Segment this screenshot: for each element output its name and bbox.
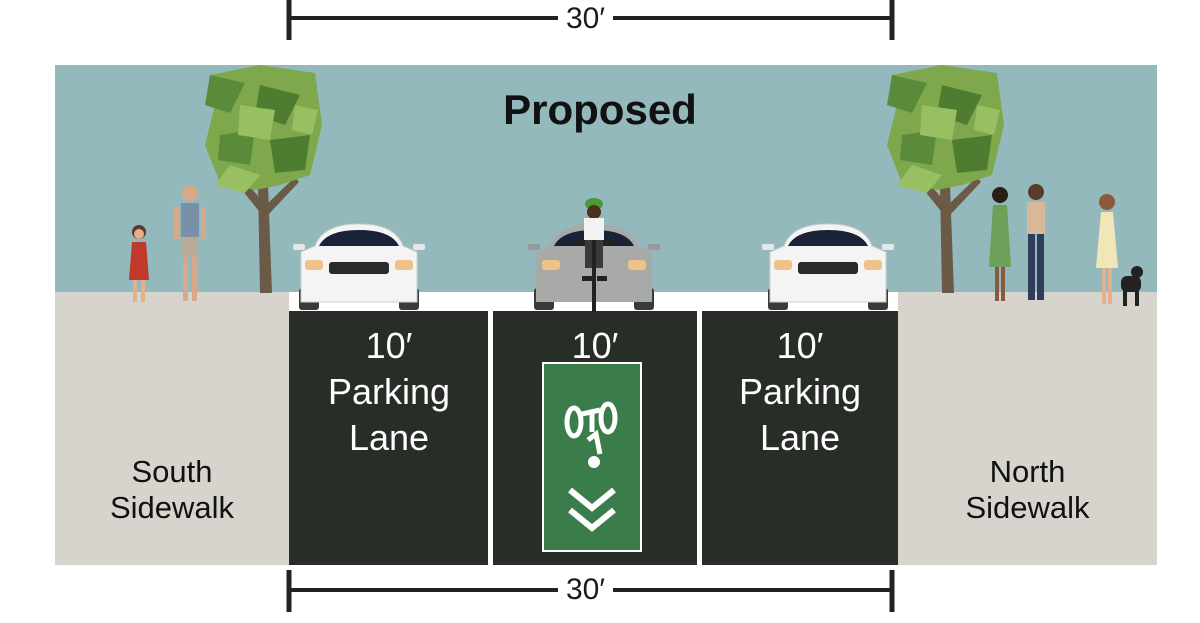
lane-divider-right (697, 311, 702, 565)
pedestrian-woman-green-icon (989, 187, 1011, 301)
pedestrian-woman-dress-icon (1096, 194, 1118, 304)
top-dimension-label: 30′ (558, 2, 613, 36)
tree-left-icon (205, 65, 322, 293)
north-sidewalk-line1: North (989, 454, 1066, 489)
south-sidewalk-line1: South (131, 454, 213, 489)
lane-1-label: 10′ Parking Lane (289, 323, 489, 461)
lane-divider-left (488, 311, 493, 565)
north-sidewalk-label: North Sidewalk (898, 454, 1157, 526)
lane-2-label: 10′ (493, 323, 697, 369)
dog-icon (1121, 266, 1143, 306)
south-sidewalk-label: South Sidewalk (55, 454, 289, 526)
lane-3-name-line2: Lane (759, 417, 841, 458)
pedestrian-man-icon (174, 185, 206, 301)
south-sidewalk-line2: Sidewalk (109, 490, 235, 525)
lane-3-name-line1: Parking (738, 371, 862, 412)
north-sidewalk (898, 292, 1157, 565)
lane-1-width: 10′ (365, 325, 413, 366)
moving-car-with-cyclist-icon (528, 198, 660, 312)
tree-right-icon (887, 65, 1004, 293)
bike-lane-marking-icon (542, 362, 642, 552)
north-sidewalk-line2: Sidewalk (965, 490, 1090, 525)
south-sidewalk (55, 292, 289, 565)
lane-1-name-line2: Lane (348, 417, 430, 458)
pedestrian-child-icon (129, 225, 149, 302)
lane-1-name-line1: Parking (327, 371, 451, 412)
parked-car-right-icon (762, 223, 894, 310)
lane-3-label: 10′ Parking Lane (702, 323, 898, 461)
bottom-dimension-label: 30′ (558, 573, 613, 607)
page-title: Proposed (503, 86, 697, 133)
lane-3-width: 10′ (776, 325, 824, 366)
lane-2-width: 10′ (571, 325, 619, 366)
pedestrian-man-jeans-icon (1027, 184, 1045, 300)
parked-car-left-icon (293, 223, 425, 310)
